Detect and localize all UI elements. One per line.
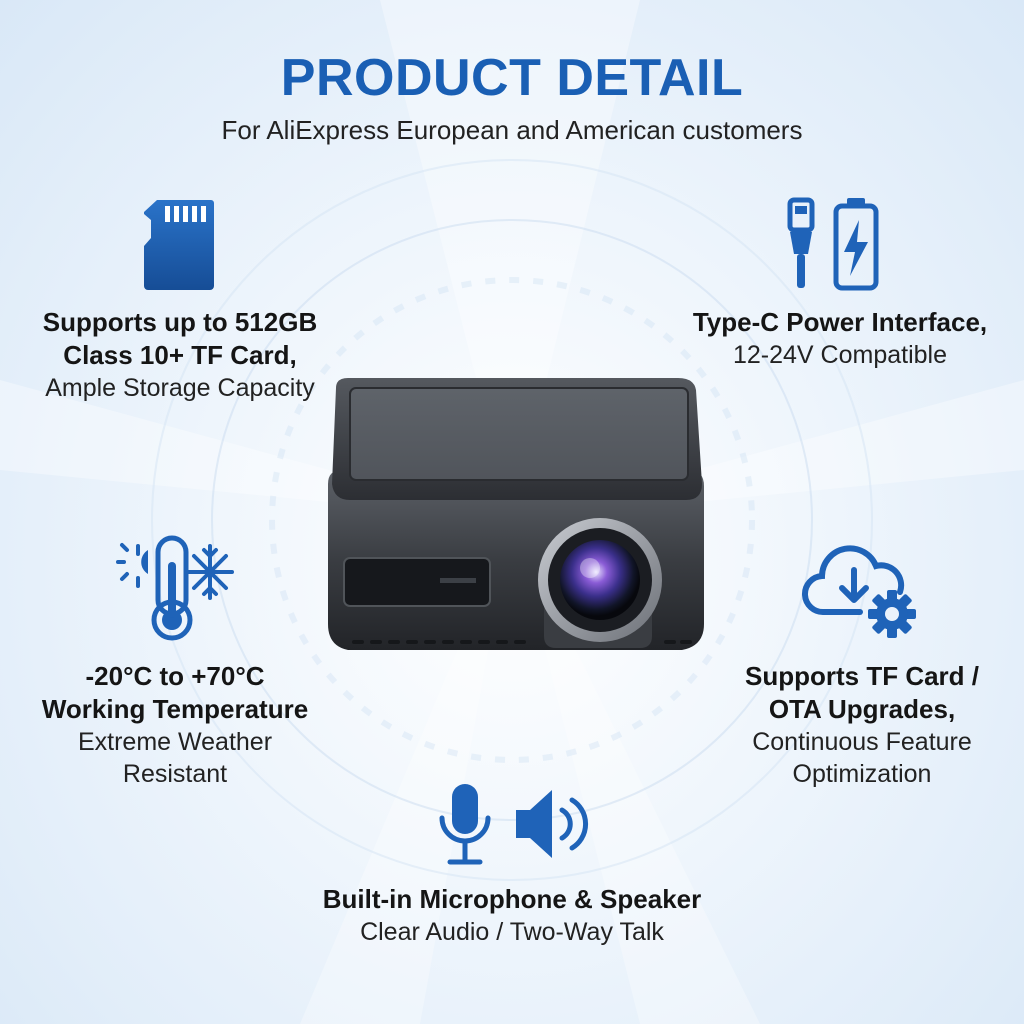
feature-storage-line1: Supports up to 512GB — [42, 307, 318, 337]
feature-upgrade: Supports TF Card / OTA Upgrades, Continu… — [700, 660, 1024, 790]
feature-upgrade-line2: OTA Upgrades, — [768, 694, 956, 724]
usb-c-battery-icon — [787, 197, 879, 291]
feature-upgrade-line3: Continuous Feature — [752, 728, 972, 756]
feature-temperature-line4: Resistant — [122, 760, 228, 788]
feature-audio-line1: Built-in Microphone & Speaker — [322, 884, 702, 914]
feature-upgrade-line4: Optimization — [792, 760, 932, 788]
feature-power-line2: 12-24V Compatible — [732, 341, 947, 369]
feature-temperature-line3: Extreme Weather — [77, 728, 273, 756]
feature-storage-line3: Ample Storage Capacity — [45, 374, 315, 402]
cloud-download-gear-icon — [801, 545, 916, 638]
page-title: PRODUCT DETAIL — [280, 49, 744, 107]
feature-storage-line2: Class 10+ TF Card, — [63, 340, 297, 370]
sd-card-icon — [144, 200, 214, 290]
feature-upgrade-line1: Supports TF Card / — [745, 661, 979, 691]
feature-power-line1: Type-C Power Interface, — [692, 307, 988, 337]
microphone-speaker-icon — [439, 784, 589, 865]
feature-temperature: -20°C to +70°C Working Temperature Extre… — [10, 660, 340, 790]
feature-audio-line2: Clear Audio / Two-Way Talk — [360, 918, 664, 946]
feature-temperature-line2: Working Temperature — [41, 694, 309, 724]
page-subtitle: For AliExpress European and American cus… — [221, 115, 803, 145]
feature-temperature-line1: -20°C to +70°C — [85, 661, 265, 691]
dash-camera-image — [328, 378, 704, 650]
feature-power: Type-C Power Interface, 12-24V Compatibl… — [670, 306, 1010, 371]
feature-audio: Built-in Microphone & Speaker Clear Audi… — [262, 883, 762, 948]
feature-storage: Supports up to 512GB Class 10+ TF Card, … — [20, 306, 340, 404]
thermometer-sun-snow-icon — [116, 535, 234, 641]
